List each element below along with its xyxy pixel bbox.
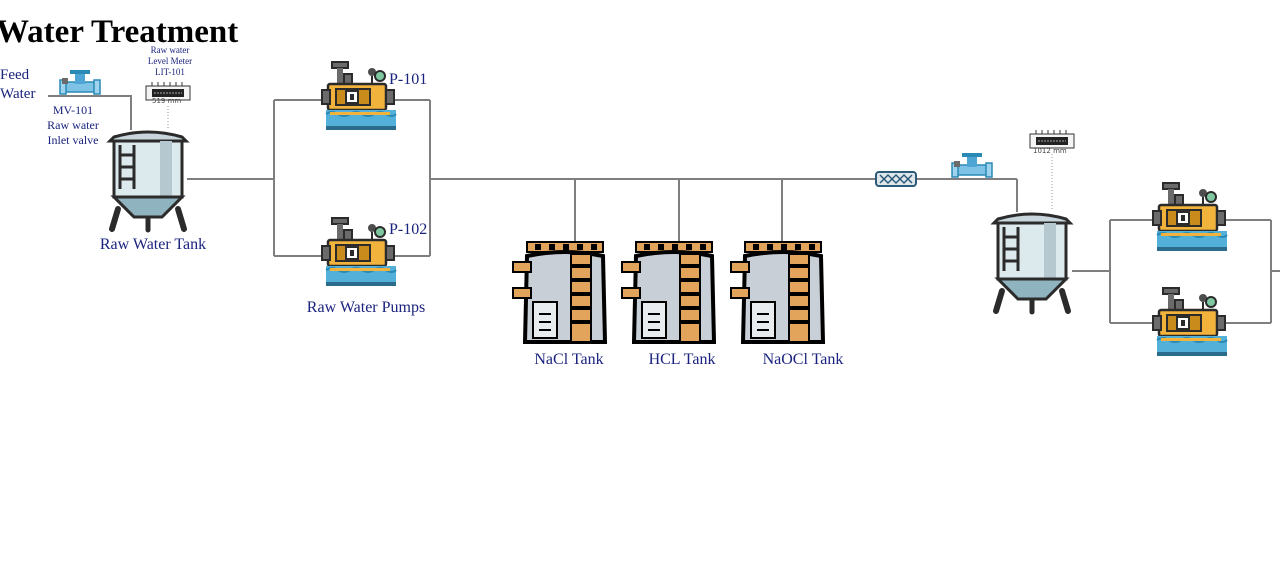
valve-mv101-desc-2: Inlet valve	[47, 133, 99, 147]
meter-probe-lines	[167, 106, 1053, 210]
static-mixer-icon	[875, 171, 917, 187]
lit101-unit: mm	[167, 97, 182, 105]
valve-mv101-desc-1: Raw water	[47, 118, 99, 132]
valve-mv101-label: MV-101 Raw water Inlet valve	[36, 103, 110, 148]
level-meter-2-value: 1012	[1033, 147, 1051, 155]
pump-p102-label: P-102	[389, 221, 428, 238]
lit101-readout: 519 mm	[152, 97, 181, 105]
lit101-value: 519	[152, 97, 166, 105]
page-title: Water Treatment	[0, 14, 239, 50]
valve-mv101-tag: MV-101	[52, 103, 94, 117]
feed-water-line-2: Water	[0, 86, 36, 102]
feed-water-line-1: Feed	[0, 67, 30, 83]
level-meter-2-icon[interactable]	[1029, 129, 1075, 149]
lit101-tag: LIT-101	[155, 67, 185, 77]
valve-mv101-icon[interactable]	[59, 69, 101, 95]
hcl-tank-icon[interactable]	[620, 240, 716, 344]
pump-3-icon[interactable]	[1153, 183, 1227, 251]
feed-water-label: Feed Water	[0, 66, 35, 104]
valve-2-icon[interactable]	[951, 152, 993, 178]
pump-4-icon[interactable]	[1153, 288, 1227, 356]
pump-p101-icon[interactable]	[322, 62, 396, 130]
lit101-desc-1: Raw water	[150, 45, 190, 55]
nacl-tank-label: NaCl Tank	[534, 351, 604, 368]
pipe-network	[48, 95, 1280, 324]
raw-water-tank-label: Raw Water Tank	[99, 236, 207, 253]
naocl-tank-icon[interactable]	[729, 240, 825, 344]
level-meter-2-unit: mm	[1053, 147, 1067, 155]
pump-p102-icon[interactable]	[322, 218, 396, 286]
pump-p101-label: P-101	[389, 71, 428, 88]
tank-2-icon[interactable]	[994, 214, 1070, 312]
raw-water-tank-icon[interactable]	[110, 132, 186, 230]
raw-water-pumps-label: Raw Water Pumps	[306, 299, 426, 316]
lit101-desc-2: Level Meter	[147, 56, 193, 66]
level-meter-2-readout: 1012 mm	[1033, 147, 1067, 155]
naocl-tank-label: NaOCl Tank	[762, 351, 844, 368]
hcl-tank-label: HCL Tank	[648, 351, 716, 368]
level-meter-lit101-label: Raw water Level Meter LIT-101	[138, 45, 202, 78]
nacl-tank-icon[interactable]	[511, 240, 607, 344]
